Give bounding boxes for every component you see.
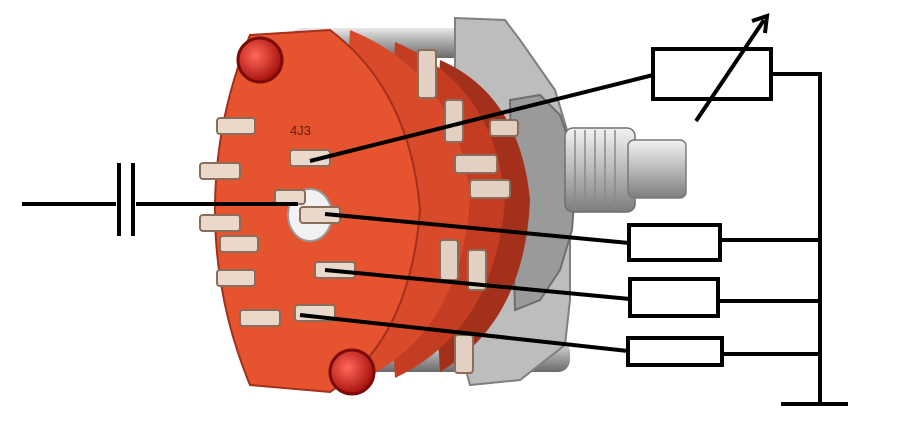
bolt-top <box>236 36 284 84</box>
bolt-bottom <box>328 348 376 396</box>
variable-resistor-symbol-icon <box>651 13 773 123</box>
bushing-threads <box>574 130 616 210</box>
solder-tabs-rear <box>417 49 519 374</box>
schematic-overlay <box>22 13 848 406</box>
wire <box>299 313 629 353</box>
wafer-marking: 4J3 <box>290 123 311 138</box>
wire <box>324 268 631 301</box>
wire <box>324 212 630 245</box>
capacitor-symbol-icon <box>22 163 298 236</box>
wire <box>309 73 654 163</box>
resistor-symbol-icon <box>626 336 724 367</box>
shaft <box>627 139 687 199</box>
resistor-symbol-icon <box>628 277 720 318</box>
solder-tabs <box>199 117 356 327</box>
rotary-switch-photo: 4J3 <box>199 16 687 396</box>
resistor-symbol-icon <box>627 223 722 262</box>
